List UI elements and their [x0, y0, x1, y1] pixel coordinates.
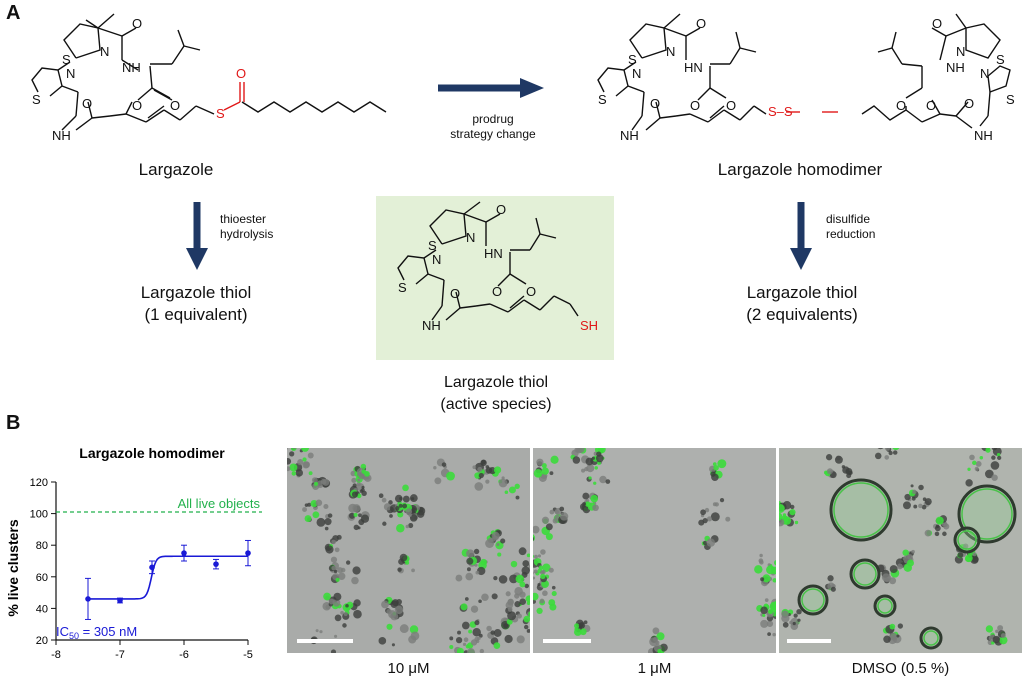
- disulfide-reduction-label: disulfide reduction: [826, 212, 876, 241]
- svg-text:S: S: [32, 92, 41, 107]
- y-tick-label: 60: [36, 572, 48, 584]
- svg-text:O: O: [132, 16, 142, 31]
- largazole-caption: Largazole: [138, 160, 214, 179]
- left-down-arrow: [186, 202, 208, 270]
- panel-letter-a: A: [6, 2, 21, 24]
- svg-text:O: O: [650, 96, 660, 111]
- right-product: Largazole thiol (2 equivalents): [746, 283, 858, 324]
- svg-text:NH: NH: [974, 128, 993, 143]
- svg-text:O: O: [236, 66, 246, 81]
- panel-letter-b: B: [6, 412, 21, 434]
- svg-text:O: O: [964, 96, 974, 111]
- data-point: [85, 596, 91, 602]
- svg-text:N: N: [66, 66, 75, 81]
- svg-text:O: O: [926, 98, 936, 113]
- fit-curve: [88, 555, 248, 600]
- data-point: [117, 597, 123, 604]
- svg-text:NH: NH: [620, 128, 639, 143]
- prodrug-label: prodrug strategy change: [450, 112, 536, 141]
- x-tick-label: -5: [243, 649, 253, 661]
- svg-text:O: O: [450, 286, 460, 301]
- svg-text:O: O: [932, 16, 942, 31]
- svg-text:O: O: [526, 284, 536, 299]
- svg-text:S: S: [216, 106, 225, 121]
- homodimer-caption: Largazole homodimer: [717, 160, 883, 179]
- right-down-arrow: [790, 202, 812, 270]
- svg-text:NH: NH: [946, 60, 965, 75]
- scale-bar: [297, 639, 353, 643]
- y-tick-label: 120: [30, 477, 48, 489]
- homodimer-structure: S N O HN S N O O O NH S–S O NH N S N S O…: [597, 13, 1015, 143]
- svg-text:S: S: [996, 52, 1005, 67]
- svg-text:S: S: [62, 52, 71, 67]
- ic50-annotation: IC50 = 305 nM: [56, 624, 137, 641]
- svg-text:NH: NH: [52, 128, 71, 143]
- svg-text:S: S: [628, 52, 637, 67]
- y-tick-label: 100: [30, 509, 48, 521]
- svg-text:O: O: [170, 98, 180, 113]
- svg-text:O: O: [82, 96, 92, 111]
- svg-text:N: N: [666, 44, 675, 59]
- svg-text:NH: NH: [422, 318, 441, 333]
- svg-text:O: O: [696, 16, 706, 31]
- prodrug-arrow: [438, 78, 544, 98]
- micrograph-1uM: [533, 448, 776, 653]
- largazole-thiol-structure: S N O HN S N O O O NH SH: [397, 201, 598, 333]
- svg-text:S: S: [398, 280, 407, 295]
- chart-axes: 20 40 60 80 100 120 -8 -7 -6 -5: [30, 477, 253, 661]
- svg-text:HN: HN: [684, 60, 703, 75]
- svg-text:N: N: [100, 44, 109, 59]
- chart-title: Largazole homodimer: [79, 445, 225, 461]
- svg-text:O: O: [496, 202, 506, 217]
- y-tick-label: 40: [36, 603, 48, 615]
- svg-text:N: N: [956, 44, 965, 59]
- x-tick-label: -8: [51, 649, 61, 661]
- svg-text:NH: NH: [122, 60, 141, 75]
- active-species-caption: Largazole thiol (active species): [440, 374, 552, 413]
- svg-text:HN: HN: [484, 246, 503, 261]
- left-product: Largazole thiol (1 equivalent): [140, 283, 252, 324]
- data-point: [213, 561, 219, 567]
- svg-text:N: N: [466, 230, 475, 245]
- scale-bar: [543, 639, 591, 643]
- svg-text:O: O: [492, 284, 502, 299]
- svg-text:S: S: [598, 92, 607, 107]
- svg-text:N: N: [980, 66, 989, 81]
- scale-bar: [787, 639, 831, 643]
- svg-text:S–S: S–S: [768, 104, 793, 119]
- svg-text:S: S: [1006, 92, 1015, 107]
- chart-marks: [56, 511, 262, 620]
- svg-text:O: O: [896, 98, 906, 113]
- svg-text:N: N: [632, 66, 641, 81]
- data-point: [181, 550, 187, 556]
- micrograph-10uM: [287, 448, 530, 653]
- x-tick-label: -7: [115, 649, 125, 661]
- y-tick-label: 80: [36, 540, 48, 552]
- svg-text:SH: SH: [580, 318, 598, 333]
- svg-text:N: N: [432, 252, 441, 267]
- thioester-hydrolysis-label: thioester hydrolysis: [220, 212, 274, 241]
- micrograph-dmso: [779, 448, 1022, 653]
- dose-response-chart: Largazole homodimer % live clusters 20 40…: [5, 445, 262, 661]
- image-label-10uM: 10 μM: [387, 660, 430, 677]
- data-point: [245, 550, 251, 556]
- chart-ylabel: % live clusters: [5, 519, 21, 616]
- image-label-dmso: DMSO (0.5 %): [851, 660, 950, 677]
- data-point: [149, 564, 155, 571]
- svg-text:O: O: [690, 98, 700, 113]
- svg-text:O: O: [132, 98, 142, 113]
- image-label-1uM: 1 μM: [637, 660, 672, 677]
- svg-text:O: O: [726, 98, 736, 113]
- x-tick-label: -6: [179, 649, 189, 661]
- largazole-structure: S N O NH S N O O O NH S O: [31, 13, 387, 143]
- svg-text:S: S: [428, 238, 437, 253]
- active-species-box: [376, 196, 614, 360]
- y-tick-label: 20: [36, 635, 48, 647]
- reference-line-label: All live objects: [178, 496, 261, 511]
